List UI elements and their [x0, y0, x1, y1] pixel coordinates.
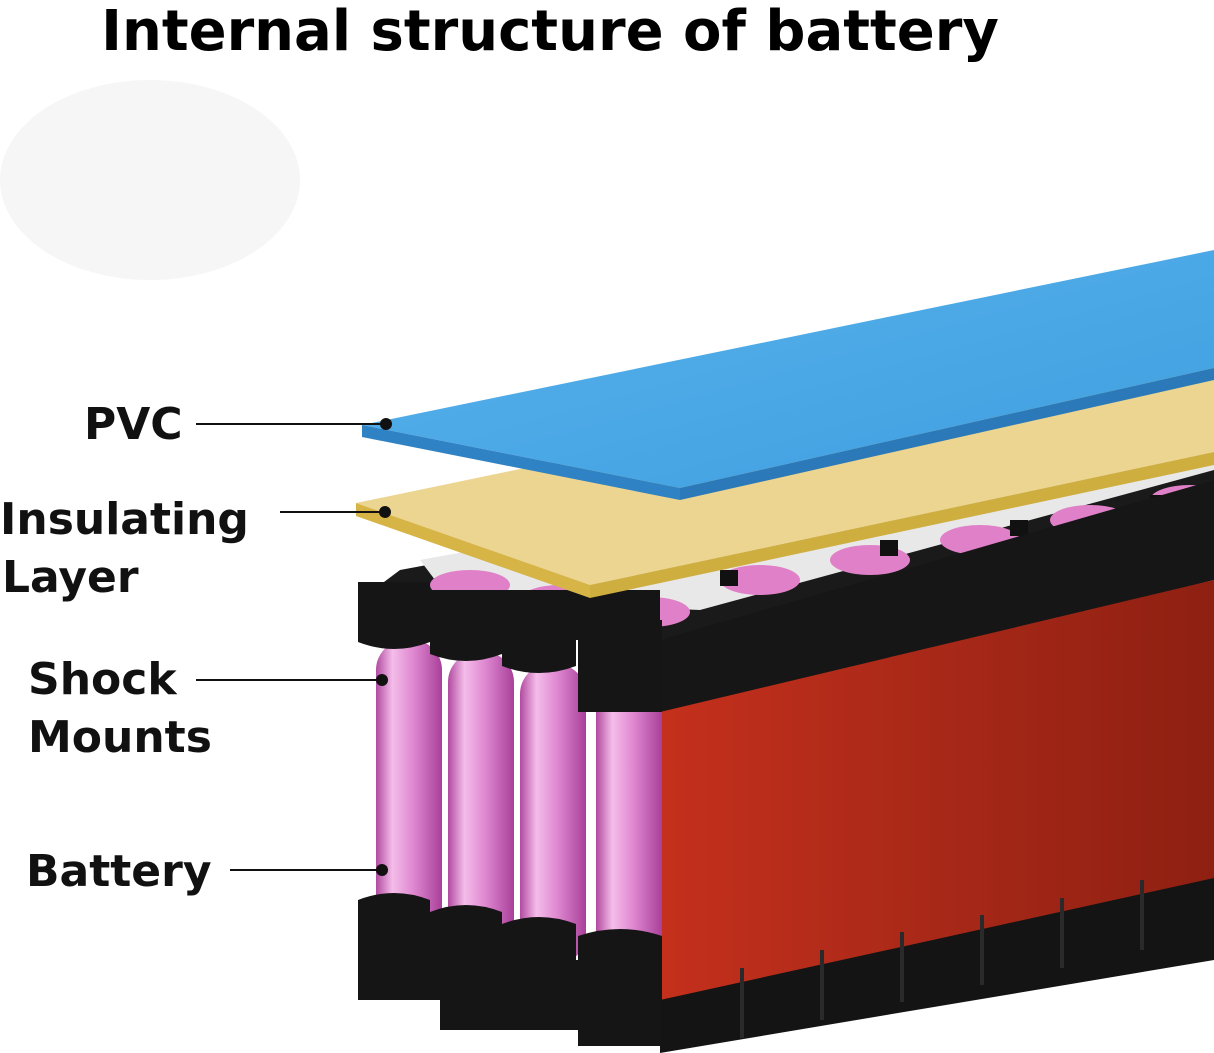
holder-top-right — [660, 480, 1214, 720]
label-battery: Battery — [26, 846, 212, 897]
label-pvc: PVC — [84, 399, 183, 450]
holder-bottom-right — [660, 878, 1214, 1053]
pvc-wrap-side — [660, 580, 1214, 1005]
page-title: Internal structure of battery — [101, 0, 999, 64]
shock-mount-bottom — [358, 893, 662, 1046]
leader-dots — [376, 418, 392, 876]
label-insulating-line1: Insulating — [0, 494, 249, 545]
holder-bottom-ridges — [740, 880, 1144, 1038]
background-shadow — [0, 80, 300, 280]
label-insulating-line2: Layer — [2, 552, 139, 603]
pvc-layer — [362, 250, 1214, 500]
label-shock-line2: Mounts — [28, 712, 212, 763]
front-cells — [376, 640, 662, 976]
shock-mount-top — [358, 582, 662, 712]
label-shock-line1: Shock — [28, 654, 177, 705]
leader-lines — [196, 423, 385, 871]
